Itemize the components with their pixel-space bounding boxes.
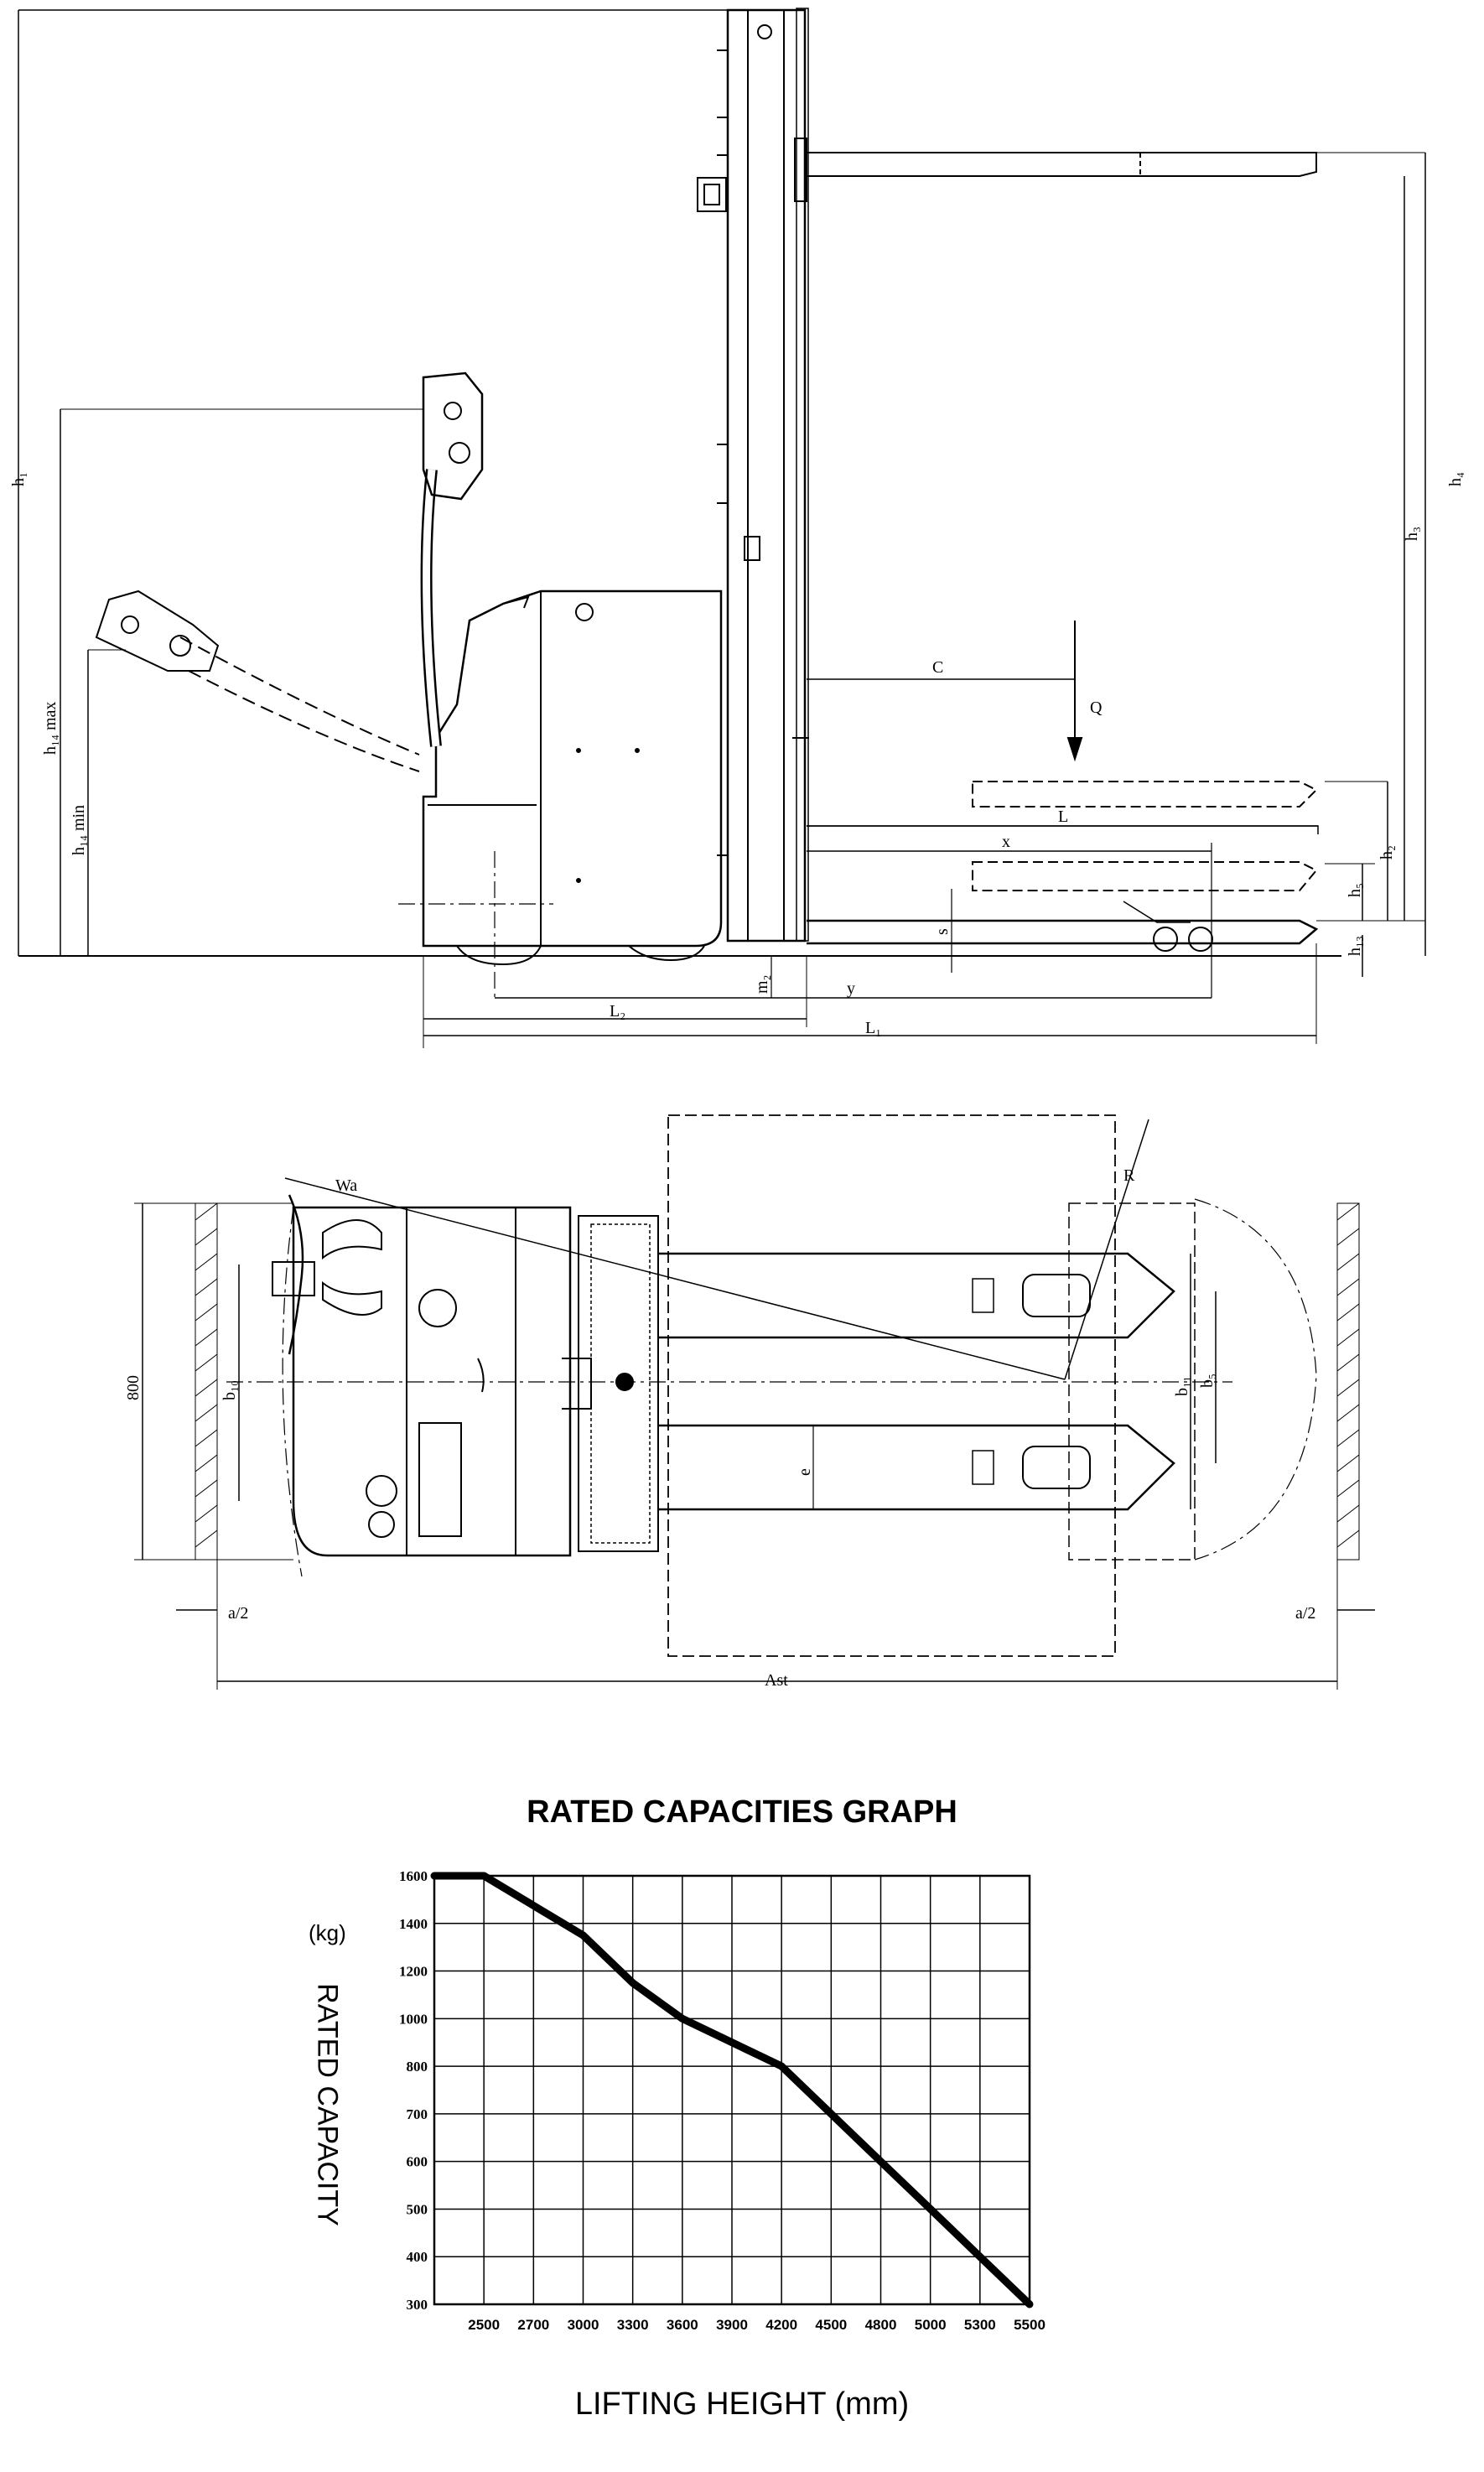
dim-b5: b₅ (1198, 1374, 1217, 1388)
x-tick-label: 2500 (468, 2317, 500, 2333)
dim-h14-min: h₁₄ min (70, 805, 88, 855)
x-axis-title: LIFTING HEIGHT (mm) (574, 2386, 910, 2422)
top-view-labels: Wa R 800 b₁₀ e b₁₁ b₅ a/2 a/2 Ast (124, 1166, 1315, 1690)
x-tick-label: 2700 (517, 2317, 549, 2333)
dim-wa: Wa (335, 1176, 357, 1195)
x-tick-label: 4800 (865, 2317, 897, 2333)
x-tick-label: 3300 (617, 2317, 649, 2333)
dim-y: y (847, 979, 855, 998)
dim-b11: b₁₁ (1173, 1376, 1191, 1396)
y-tick-label: 600 (407, 2154, 428, 2170)
chart-title: RATED CAPACITIES GRAPH (527, 1794, 957, 1830)
dim-c: C (932, 658, 943, 677)
dim-h14-max: h₁₄ max (41, 702, 60, 755)
y-tick-label: 400 (407, 2249, 428, 2265)
y-unit-label: (kg) (309, 1920, 346, 1945)
dim-m2: m₂ (753, 974, 771, 994)
x-tick-label: 3000 (568, 2317, 599, 2333)
top-body (292, 1206, 572, 1557)
side-view-labels: h₁ h₁₄ max h₁₄ min h₄ h₃ h₂ h₅ h₁₃ C Q L… (9, 472, 1465, 1037)
y-tick-label: 500 (407, 2201, 428, 2217)
dim-800: 800 (124, 1375, 143, 1400)
dim-a2-left: a/2 (228, 1604, 248, 1623)
dim-h5: h₅ (1346, 883, 1364, 897)
dim-ast: Ast (765, 1671, 788, 1690)
dim-l: L (1058, 808, 1068, 826)
x-tick-label: 3600 (667, 2317, 698, 2333)
side-view (18, 8, 1426, 1048)
rated-capacity-chart: 2500 2700 3000 3300 3600 3900 4200 4500 4800 5000… (399, 1868, 1046, 2333)
x-tick-label: 3900 (716, 2317, 748, 2333)
y-tick-label: 800 (407, 2059, 428, 2075)
dim-h1: h₁ (9, 472, 28, 486)
dim-e: e (796, 1468, 814, 1476)
y-tick-label: 700 (407, 2106, 428, 2122)
x-tick-label: 4500 (815, 2317, 847, 2333)
top-fork-upper (658, 1252, 1175, 1339)
y-axis-title: RATED CAPACITY (311, 1983, 344, 2226)
y-tick-label: 1000 (399, 2011, 428, 2027)
x-tick-label: 5500 (1014, 2317, 1046, 2333)
dim-q: Q (1090, 698, 1103, 717)
dim-l1: L₁ (865, 1019, 881, 1037)
dim-h4: h₄ (1446, 472, 1465, 486)
x-tick-label: 4200 (765, 2317, 797, 2333)
top-view (134, 1114, 1375, 1690)
dim-h13: h₁₃ (1346, 936, 1364, 956)
y-tick-label: 1200 (399, 1964, 428, 1980)
tiller-head (422, 371, 484, 501)
dim-h3: h₃ (1403, 527, 1421, 541)
y-tick-label: 300 (407, 2297, 428, 2313)
chassis (422, 589, 723, 948)
x-tick-label: 5000 (915, 2317, 947, 2333)
y-tick-label: 1400 (399, 1916, 428, 1932)
dim-h2: h₂ (1378, 845, 1396, 859)
dim-l2: L₂ (610, 1002, 625, 1020)
dim-s: s (933, 928, 952, 935)
capacity-line (430, 1872, 1034, 2308)
dim-b10: b₁₀ (221, 1380, 239, 1400)
x-tick-label: 5300 (964, 2317, 996, 2333)
y-tick-label: 1600 (399, 1868, 428, 1884)
dim-a2-right: a/2 (1295, 1604, 1315, 1623)
mast (726, 8, 807, 943)
top-fork-lower (658, 1424, 1175, 1511)
dim-r: R (1123, 1166, 1135, 1185)
dim-x: x (1002, 833, 1010, 851)
